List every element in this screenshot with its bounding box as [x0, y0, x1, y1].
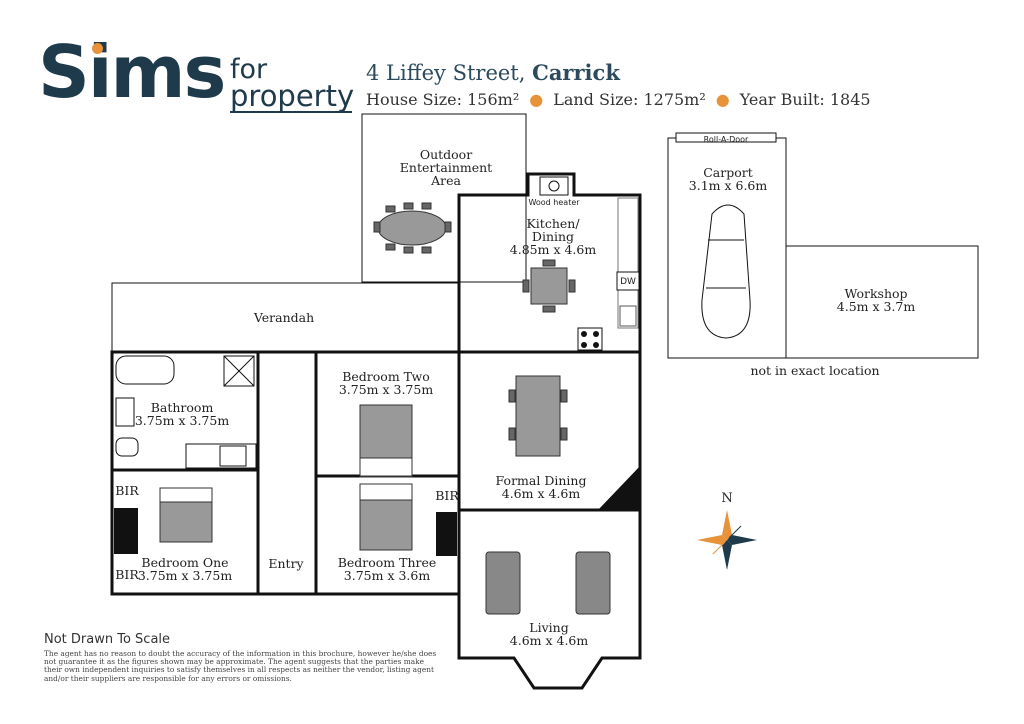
bir-bedroom-three	[436, 512, 457, 556]
outdoor-area-outline	[361, 113, 527, 283]
vanity	[115, 397, 135, 427]
address-suburb: Carrick	[532, 60, 620, 85]
bedroom-three-label: Bedroom Three 3.75m x 3.6m	[337, 555, 437, 583]
house-size: House Size: 156m²	[366, 90, 520, 109]
property-address: 4 Liffey Street, Carrick	[366, 60, 620, 85]
location-note: not in exact location	[750, 363, 880, 378]
separator-dot: ●	[529, 90, 544, 109]
roll-a-door	[675, 132, 777, 143]
bir-label-lower: BIR	[115, 567, 139, 582]
brand-logo-sims: Sims	[38, 30, 226, 114]
outdoor-table	[373, 202, 452, 254]
kitchen-table	[522, 259, 576, 313]
formal-dining-table	[508, 375, 568, 457]
bathroom-label: Bathroom 3.75m x 3.75m	[134, 400, 230, 428]
land-size: Land Size: 1275m²	[553, 90, 706, 109]
kitchen-label: Kitchen/ Dining 4.85m x 4.6m	[509, 216, 597, 257]
bathtub	[115, 355, 175, 385]
carport-label: Carport 3.1m x 6.6m	[688, 165, 768, 193]
brand-logo-underline	[230, 111, 352, 113]
wood-heater	[539, 176, 569, 196]
workshop-outline	[785, 245, 979, 359]
kitchen-sink	[619, 305, 637, 327]
kitchen-walls	[457, 172, 642, 352]
toilet	[115, 437, 139, 457]
compass-north-label: N	[721, 491, 733, 506]
fireplace	[598, 466, 640, 510]
roll-a-door-label: Roll-A-Door	[703, 135, 749, 144]
dishwasher-label: DW	[620, 277, 636, 287]
year-built: Year Built: 1845	[739, 90, 871, 109]
dishwasher	[616, 271, 640, 291]
property-facts: House Size: 156m² ● Land Size: 1275m² ● Year…	[366, 90, 871, 109]
wood-heater-label: Wood heater	[528, 198, 580, 207]
living-sofa-right	[575, 551, 611, 615]
outdoor-area-label: Outdoor Entertainment Area	[399, 147, 493, 188]
verandah-label: Verandah	[253, 310, 315, 325]
bir-label-bedroom-three: BIR	[435, 488, 459, 503]
disclaimer-text: The agent has no reason to doubt the acc…	[44, 649, 437, 683]
brand-logo-for: for	[230, 54, 268, 85]
car-outline	[701, 204, 751, 339]
bedroom-one-walls	[110, 468, 260, 596]
brand-logo-property: property	[230, 79, 355, 113]
bedroom-one-label: Bedroom One 3.75m x 3.75m	[137, 555, 233, 583]
compass-icon	[697, 510, 757, 570]
scale-note: Not Drawn To Scale	[44, 632, 171, 647]
separator-dot: ●	[715, 90, 730, 109]
bir-label-upper: BIR	[115, 483, 139, 498]
entry-label: Entry	[268, 556, 304, 571]
brand-logo-dot	[92, 43, 103, 54]
bir-bedroom-one	[114, 508, 138, 554]
living-sofa-left	[485, 551, 521, 615]
bedroom-two-label: Bedroom Two 3.75m x 3.75m	[338, 369, 434, 397]
living-walls	[457, 510, 642, 690]
kitchen-bench	[617, 197, 639, 329]
address-street: 4 Liffey Street,	[366, 61, 526, 85]
workshop-label: Workshop 4.5m x 3.7m	[836, 286, 916, 314]
living-label: Living 4.6m x 4.6m	[509, 620, 589, 648]
formal-dining-label: Formal Dining 4.6m x 4.6m	[495, 473, 587, 501]
